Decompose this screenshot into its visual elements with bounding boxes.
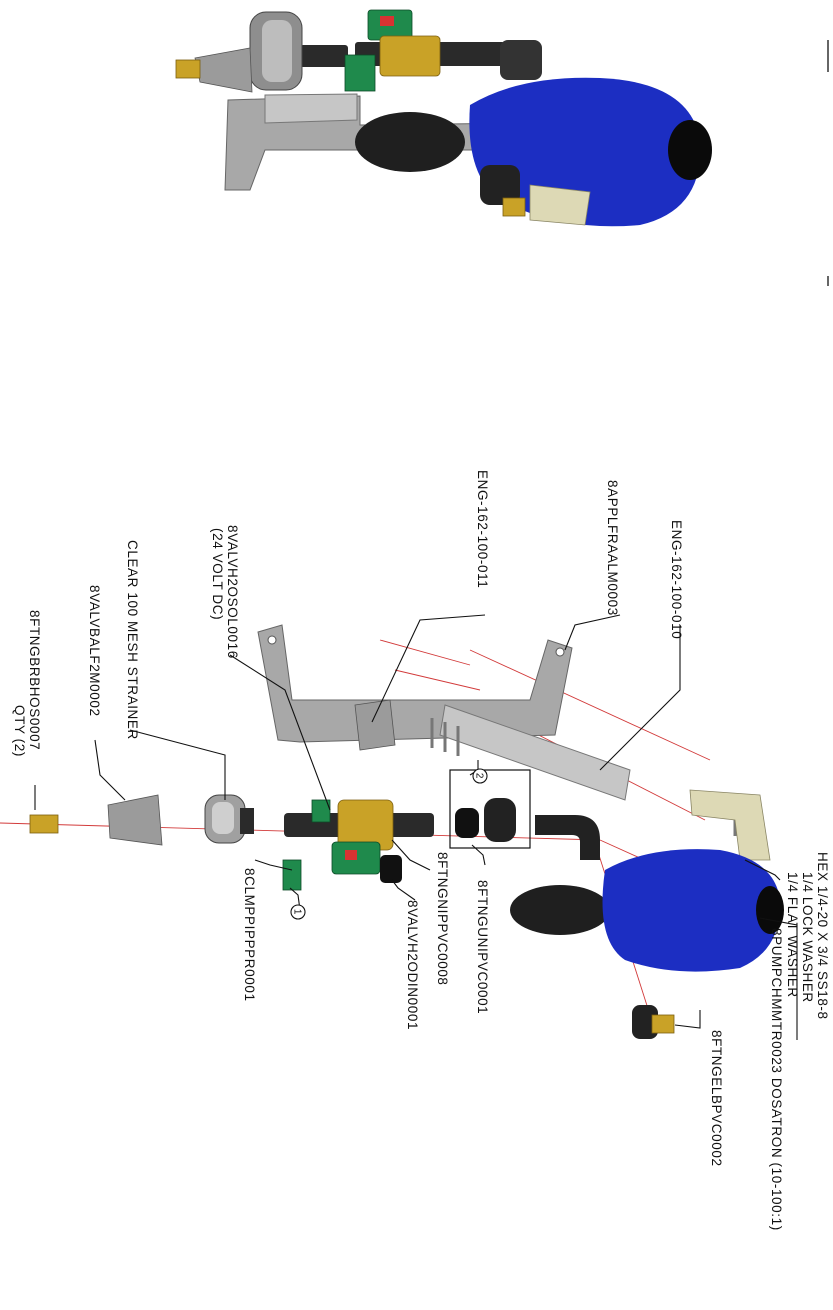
outlet-elbow: [632, 1005, 658, 1039]
label-lock-washer: 1/4 LOCK WASHER: [800, 872, 815, 1003]
inlet-elbow: [535, 815, 600, 860]
svg-text:1: 1: [292, 909, 303, 915]
label-bracket-plate: ENG-162-100-010: [669, 520, 684, 639]
union: [455, 808, 479, 838]
dosatron-pump: [602, 849, 781, 972]
label-pump: 8PUMPCHMMTR0023 DOSATRON (10-100:1): [769, 928, 784, 1231]
label-solenoid-voltage: (24 VOLT DC): [210, 528, 225, 620]
label-hose-barb-qty: QTY (2): [12, 705, 27, 757]
strainer: [204, 794, 254, 844]
label-ball-valve: 8VALVBALF2M0002: [87, 585, 102, 717]
assembled-outlet-fitting: [502, 197, 526, 217]
ball-valve: [107, 794, 163, 846]
assembled-pipe: [300, 45, 348, 67]
label-clamp: 8CLMPPIPPPR0001: [242, 868, 257, 1002]
svg-text:2: 2: [474, 773, 485, 779]
label-spacer-block: ENG-162-100-011: [475, 470, 490, 588]
exploded-view: 2 1: [0, 614, 798, 1040]
label-outlet-elbow: 8FTNGELBPVC0002: [709, 1030, 724, 1167]
assembled-hose-barb: [175, 59, 201, 79]
bracket-plate: [439, 704, 631, 801]
pipe-clamp: [282, 799, 331, 891]
label-din-connector: 8VALVH2ODIN0001: [405, 900, 420, 1030]
assembled-bulb: [355, 112, 465, 172]
assembled-mount-bracket: [529, 184, 591, 226]
reference-balloon-2: 2: [472, 768, 488, 784]
spacer-block: [354, 699, 396, 751]
assembled-ball-valve: [194, 47, 253, 93]
label-nipple: 8FTNGNIPPVC0008: [435, 852, 450, 986]
outlet-fitting: [651, 1014, 675, 1034]
callout-labels: HEX 1/4-20 X 3/4 SS18-8 1/4 LOCK WASHER …: [12, 470, 830, 1231]
label-flat-washer: 1/4 FLAT WASHER: [785, 872, 800, 998]
union-detail-box: [449, 769, 531, 849]
label-hose-barb: 8FTNGBRBHOS0007: [27, 610, 42, 750]
label-frame: 8APPLFRAALM0003: [605, 480, 620, 616]
label-hex-bolt: HEX 1/4-20 X 3/4 SS18-8: [815, 852, 830, 1020]
frame-bracket: [257, 624, 573, 743]
assembled-pump: [469, 77, 701, 227]
label-union: 8FTNGUNIPVC0001: [475, 880, 490, 1014]
solenoid-valve: [331, 799, 402, 883]
hose-barb: [29, 814, 59, 834]
pump-bulb: [510, 885, 610, 935]
reference-balloon-1: 1: [290, 904, 306, 920]
assembled-view: [175, 9, 829, 286]
label-solenoid-valve: 8VALVH2OSOL0016: [225, 525, 240, 659]
label-strainer: CLEAR 100 MESH STRAINER: [125, 540, 140, 740]
